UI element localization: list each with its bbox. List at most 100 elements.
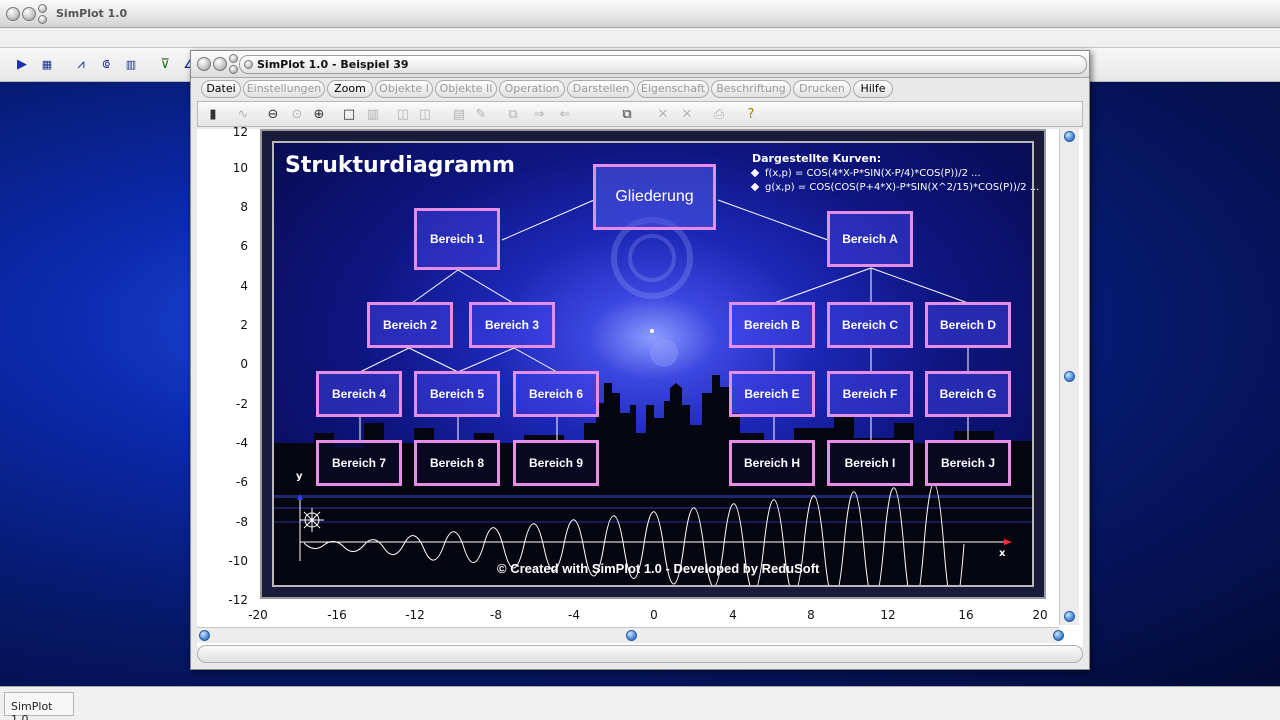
node-bereich-3: Bereich 3 [469,302,555,348]
scroll-left-knob[interactable] [199,630,210,641]
node-gliederung: Gliederung [593,164,716,230]
pages-icon[interactable]: ⧉ [622,107,632,122]
menu-datei[interactable]: Datei [201,80,241,98]
bullet-icon [750,182,760,192]
brush-icon[interactable]: ∠ [183,57,195,72]
app-menu-button[interactable] [38,4,47,13]
document-restore-button[interactable] [229,65,238,74]
menu-darstellen[interactable]: Darstellen [567,80,635,98]
crosshair-icon [300,508,324,532]
city-skyline [274,375,1032,585]
y-axis-arrow [297,494,303,500]
layout-icon[interactable]: ⧉ [508,107,518,122]
document-minimize-button[interactable] [213,57,227,71]
menu-objekte-1[interactable]: Objekte I [375,80,433,98]
menu-operation[interactable]: Operation [499,80,565,98]
table-icon[interactable]: ▤ [452,107,466,122]
play-icon[interactable]: ▶ [17,57,27,72]
connector [501,199,595,241]
zoom-icon[interactable]: ⊙ [291,107,303,122]
water-band [274,495,1032,498]
scroll-right-knob[interactable] [1053,630,1064,641]
x-tick-label: 0 [650,608,658,622]
node-bereich-i: Bereich I [827,440,913,486]
print-icon[interactable]: ⎙ [713,107,725,122]
square-icon[interactable]: □ [342,107,356,122]
delete-icon[interactable]: ✕ [657,107,669,122]
water-band [274,521,1032,523]
copy-icon[interactable]: ◫ [396,107,410,122]
menu-eigenschaft[interactable]: Eigenschaft [637,80,709,98]
filter-icon[interactable]: ⊽ [160,57,170,72]
y-tick-label: 4 [240,279,248,293]
app-close-button[interactable] [6,7,20,21]
x-tick-label: -8 [490,608,502,622]
line-chart-icon[interactable]: ⩘ [77,57,85,72]
app-titlebar: SimPlot 1.0 [0,0,1280,28]
table-icon[interactable]: ▦ [41,58,53,71]
scroll-thumb-horizontal[interactable] [626,630,637,641]
x-tick-label: -12 [405,608,425,622]
scroll-down-knob[interactable] [1064,611,1075,622]
document-title: SimPlot 1.0 - Beispiel 39 [257,58,409,71]
plot-icon[interactable]: ⟃ [102,57,110,72]
menu-drucken[interactable]: Drucken [793,80,851,98]
connector [717,199,829,241]
y-tick-label: 2 [240,318,248,332]
node-bereich-1: Bereich 1 [414,208,500,270]
scroll-thumb-vertical[interactable] [1064,371,1075,382]
y-tick-label: -6 [236,475,248,489]
curve-icon[interactable]: ∿ [237,107,249,122]
status-text: SimPlot 1.0 [4,692,74,720]
app-restore-button[interactable] [38,15,47,24]
horizontal-scrollbar[interactable] [197,627,1064,643]
node-bereich-6: Bereich 6 [513,371,599,417]
x-tick-label: -16 [327,608,347,622]
zoom-in-icon[interactable]: ⊕ [313,107,325,122]
menu-hilfe[interactable]: Hilfe [853,80,893,98]
connector [513,347,558,373]
calculator-icon[interactable]: ▮ [209,107,217,122]
connector [408,347,459,373]
menu-zoom[interactable]: Zoom [327,80,373,98]
vertical-scrollbar[interactable] [1059,129,1079,625]
document-menu-button[interactable] [229,54,238,63]
node-bereich-9: Bereich 9 [513,440,599,486]
menu-objekte-2[interactable]: Objekte II [435,80,497,98]
delete-all-icon[interactable]: ✕ [681,107,693,122]
legend-item-text: f(x,p) = COS(4*X-P*SIN(X-P/4)*COS(P))/2 … [765,168,981,179]
credit-text: © Created with SimPlot 1.0 - Developed b… [497,561,820,576]
connector-lines [359,199,969,441]
document-close-button[interactable] [197,57,211,71]
node-bereich-b: Bereich B [729,302,815,348]
scroll-up-knob[interactable] [1064,131,1075,142]
node-bereich-e: Bereich E [729,371,815,417]
connector [870,267,969,304]
app-statusbar: SimPlot 1.0 [0,686,1280,720]
arrow-left-icon[interactable]: ⇐ [559,107,571,122]
arrow-right-icon[interactable]: ⇒ [533,107,545,122]
y-tick-label: 10 [232,161,248,175]
mini-curve [303,483,965,585]
x-axis-arrow [1004,539,1012,545]
grid-icon[interactable]: ▥ [366,107,380,122]
y-tick-label: 0 [240,357,248,371]
document-toolbar: ▮ ∿ ⊖ ⊙ ⊕ □ ▥ ◫ ◫ ▤ ✎ ⧉ ⇒ ⇐ ⧉ ✕ ✕ ⎙ ? [197,101,1083,127]
connector [411,269,459,304]
paste-icon[interactable]: ◫ [418,107,432,122]
menu-beschriftung[interactable]: Beschriftung [711,80,791,98]
document-titlebar[interactable]: SimPlot 1.0 - Beispiel 39 [191,51,1089,78]
node-bereich-a: Bereich A [827,211,913,267]
connector [359,347,410,373]
edit-icon[interactable]: ✎ [475,107,487,122]
zoom-out-icon[interactable]: ⊖ [267,107,279,122]
diagram-heading: Strukturdiagramm [285,153,515,178]
menu-einstellungen[interactable]: Einstellungen [243,80,325,98]
y-tick-label: 8 [240,200,248,214]
document-menubar: Datei Einstellungen Zoom Objekte I Objek… [197,80,1083,100]
app-minimize-button[interactable] [22,7,36,21]
moon-glow [650,339,678,367]
document-pin-button[interactable] [244,60,253,69]
help-icon[interactable]: ? [747,107,755,122]
data-icon[interactable]: ▥ [125,58,137,71]
